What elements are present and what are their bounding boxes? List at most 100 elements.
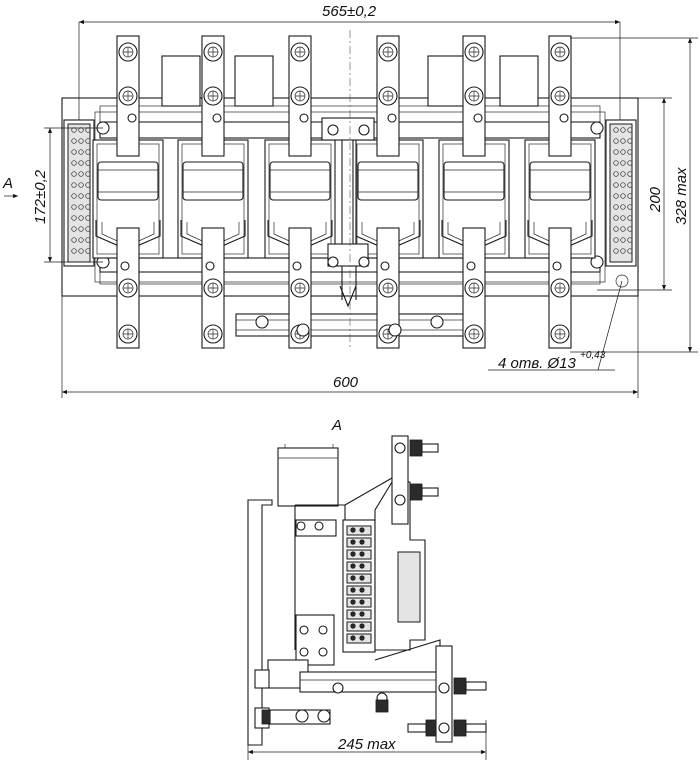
terminal-screw xyxy=(613,226,619,232)
terminal-screw xyxy=(85,160,91,166)
terminal-screw xyxy=(613,248,619,254)
terminal-screw xyxy=(620,182,626,188)
side-terminal-screw xyxy=(350,539,356,545)
dim-left-height: 172±0,2 xyxy=(32,169,49,224)
terminal-screw xyxy=(71,160,77,166)
terminal-screw xyxy=(85,171,91,177)
terminal-screw xyxy=(627,182,633,188)
terminal-screw xyxy=(620,127,626,133)
left-terminal-block xyxy=(63,119,95,267)
terminal-screw xyxy=(78,226,84,232)
terminal-screw xyxy=(627,171,633,177)
terminal-screw xyxy=(71,237,77,243)
terminal-screw xyxy=(71,248,77,254)
terminal-screw xyxy=(620,204,626,210)
terminal-screw xyxy=(85,149,91,155)
center-mechanism xyxy=(255,117,444,337)
coil xyxy=(499,55,539,107)
terminal-screw xyxy=(613,171,619,177)
side-bolt xyxy=(409,483,439,501)
terminal-screw xyxy=(71,215,77,221)
right-terminal-block xyxy=(605,119,637,267)
terminal-screw xyxy=(71,193,77,199)
terminal-screw xyxy=(71,171,77,177)
contactor-pole xyxy=(264,35,336,349)
terminal-screw xyxy=(71,204,77,210)
side-terminal-screw xyxy=(350,551,356,557)
terminal-screw xyxy=(85,226,91,232)
side-bolt xyxy=(409,439,439,457)
terminal-screw xyxy=(627,149,633,155)
contactor-pole xyxy=(524,35,596,349)
terminal-screw xyxy=(85,248,91,254)
terminal-screw xyxy=(78,204,84,210)
side-view-label: A xyxy=(331,417,342,434)
side-terminal-screw xyxy=(350,623,356,629)
terminal-screw xyxy=(78,138,84,144)
holes-tolerance: +0,43 xyxy=(580,350,606,361)
terminal-screw xyxy=(620,237,626,243)
terminal-screw xyxy=(85,182,91,188)
terminal-screw xyxy=(71,226,77,232)
coil xyxy=(427,55,467,107)
contactor-pole xyxy=(438,35,510,349)
terminal-screw xyxy=(78,149,84,155)
view-arrow-label: A xyxy=(2,175,13,192)
terminal-screw xyxy=(627,215,633,221)
dim-side-width: 245 max xyxy=(337,736,396,753)
terminal-screw xyxy=(620,226,626,232)
terminal-screw xyxy=(613,149,619,155)
mounting-hole xyxy=(590,255,604,269)
dim-right-inner: 200 xyxy=(647,186,664,213)
terminal-screw xyxy=(71,149,77,155)
terminal-screw xyxy=(78,193,84,199)
terminal-screw xyxy=(627,160,633,166)
terminal-screw xyxy=(71,138,77,144)
terminal-screw xyxy=(78,182,84,188)
terminal-screw xyxy=(620,248,626,254)
contactor-pole xyxy=(352,35,424,349)
side-terminal-screw xyxy=(350,611,356,617)
terminal-screw xyxy=(78,215,84,221)
contactor-pole xyxy=(177,35,249,349)
dim-overall-width: 600 xyxy=(333,374,359,391)
terminal-screw xyxy=(627,138,633,144)
front-view: 565±0,2 600 172±0,2 A 200 328 max 4 отв.… xyxy=(2,3,698,398)
contactor-pole xyxy=(92,35,164,349)
side-terminal-screw xyxy=(350,575,356,581)
side-terminal-screw xyxy=(350,587,356,593)
side-terminal-screw xyxy=(350,527,356,533)
side-bolt xyxy=(407,719,437,737)
dim-top-width: 565±0,2 xyxy=(322,3,377,20)
side-bolt xyxy=(453,719,487,737)
terminal-screw xyxy=(85,204,91,210)
holes-note: 4 отв. Ø13 xyxy=(498,355,577,372)
terminal-screw xyxy=(85,138,91,144)
terminal-screw xyxy=(613,215,619,221)
terminal-screw xyxy=(620,193,626,199)
terminal-screw xyxy=(613,160,619,166)
side-terminal-screw xyxy=(350,563,356,569)
side-terminal-screw xyxy=(350,635,356,641)
side-view: A xyxy=(247,417,487,760)
terminal-screw xyxy=(620,138,626,144)
terminal-screw xyxy=(613,182,619,188)
terminal-screw xyxy=(78,160,84,166)
terminal-screw xyxy=(613,237,619,243)
terminal-screw xyxy=(85,215,91,221)
terminal-screw xyxy=(85,237,91,243)
terminal-screw xyxy=(627,127,633,133)
side-terminal-screw xyxy=(350,599,356,605)
terminal-screw xyxy=(627,226,633,232)
terminal-screw xyxy=(613,204,619,210)
terminal-screw xyxy=(627,193,633,199)
terminal-screw xyxy=(613,127,619,133)
terminal-screw xyxy=(78,171,84,177)
terminal-screw xyxy=(78,237,84,243)
terminal-screw xyxy=(620,149,626,155)
terminal-screw xyxy=(620,215,626,221)
terminal-screw xyxy=(613,138,619,144)
terminal-screw xyxy=(78,248,84,254)
mounting-hole xyxy=(590,121,604,135)
